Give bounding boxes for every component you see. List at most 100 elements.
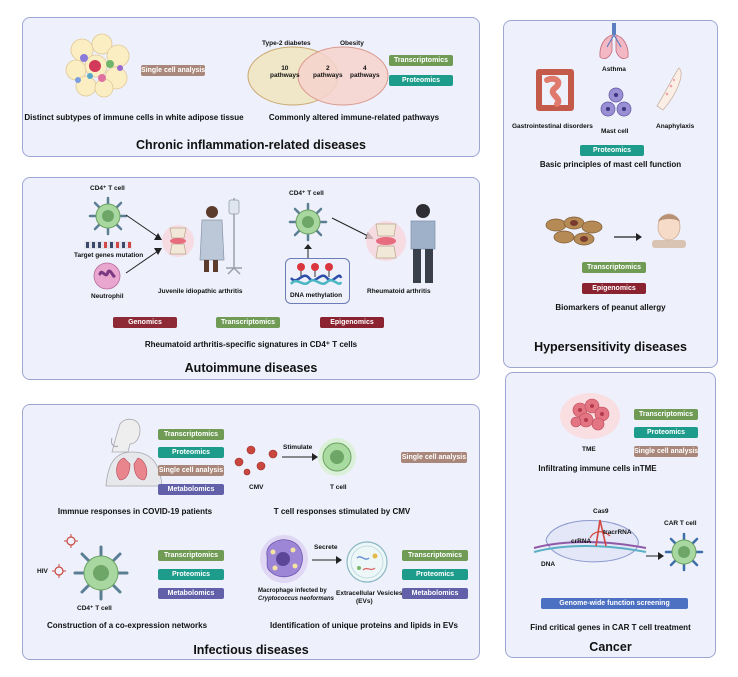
hyper-transcriptomics-tag: Transcriptomics [582, 262, 646, 273]
dna-mutation-icon [84, 241, 132, 249]
lungs-icon [599, 23, 629, 59]
hiv-metabolomics-tag: Metabolomics [158, 588, 224, 599]
tme-caption: Infiltrating immune cells inTME [538, 464, 657, 473]
covid-transcriptomics-tag: Transcriptomics [158, 429, 224, 440]
target-genes-label: Target genes mutation [74, 252, 144, 259]
covid-metabolomics-tag: Metabolomics [158, 484, 224, 495]
stimulate-arrow-icon [282, 453, 318, 461]
ra-signatures-caption: Rheumatoid arthritis-specific signatures… [144, 340, 358, 349]
arrows-to-jia-icon [125, 214, 162, 274]
cancer-transcriptomics-tag: Transcriptomics [634, 409, 698, 420]
t-cell-label: T cell [330, 484, 347, 491]
hiv-virus-icon [52, 564, 66, 578]
tumor-microenvironment-icon [560, 393, 620, 439]
ev-label-2: (EVs) [356, 598, 373, 605]
arm-rash-icon [656, 67, 682, 111]
jia-label: Juvenile idiopathic arthritis [158, 288, 243, 295]
hyper-proteomics-tag: Proteomics [580, 145, 644, 156]
adipose-tissue-illustration [65, 33, 130, 98]
neutrophil-icon [93, 262, 121, 290]
car-arrow-icon [646, 552, 664, 560]
cas9-label: Cas9 [593, 508, 609, 515]
cmv-virus-icon [234, 445, 278, 476]
cancer-single-cell-tag: Single cell analysis [634, 446, 699, 457]
cd4-t-cell-left-icon [88, 196, 128, 236]
venn-diagram [247, 46, 389, 106]
ev-caption: Identification of unique proteins and li… [269, 621, 458, 630]
asthma-label: Asthma [602, 66, 626, 73]
ev-label-1: Extracellular Vesicles [336, 590, 403, 597]
mast-cell-icon [600, 87, 632, 117]
genomics-tag: Genomics [113, 317, 177, 328]
tme-label: TME [582, 446, 596, 453]
venn-left-count: 10 pathways [270, 65, 300, 79]
cd4-label-mid: CD4⁺ T cell [289, 190, 324, 197]
single-cell-analysis-tag: Single cell analysis [141, 65, 206, 76]
venn-middle-count: 2 pathways [313, 65, 343, 79]
hiv-transcriptomics-tag: Transcriptomics [158, 550, 224, 561]
transcriptomics-tag: Transcriptomics [389, 55, 453, 66]
up-arrow-icon [304, 244, 312, 258]
auto-transcriptomics-tag: Transcriptomics [216, 317, 280, 328]
car-t-cell-icon [664, 532, 704, 572]
child-patient-icon [199, 198, 242, 275]
pathways-caption: Commonly altered immune-related pathways [268, 113, 440, 122]
stimulate-label: Stimulate [283, 444, 313, 451]
chronic-title: Chronic inflammation-related diseases [136, 138, 366, 152]
intestine-icon [536, 69, 574, 111]
t-cell-icon [318, 438, 356, 476]
peanuts-icon [545, 216, 603, 246]
ev-proteomics-tag: Proteomics [402, 569, 468, 580]
dna-methylation-icon [290, 263, 343, 285]
patient-face-icon [652, 213, 686, 248]
cmv-label: CMV [249, 484, 264, 491]
hypersensitivity-title: Hypersensitivity diseases [534, 340, 687, 354]
dna-methylation-label: DNA methylation [290, 292, 343, 299]
anaphylaxis-label: Anaphylaxis [656, 123, 695, 130]
covid-caption: Immnue responses in COVID-19 patients [57, 507, 213, 516]
ev-metabolomics-tag: Metabolomics [402, 588, 468, 599]
mast-cell-label: Mast cell [601, 128, 629, 135]
covid-single-cell-tag: Single cell analysis [158, 465, 224, 476]
knee-joint-left-icon [162, 225, 194, 257]
macrophage-label-2: Cryptococcus neoformans [258, 596, 335, 602]
venn-label-t2d: Type-2 diabetes [262, 40, 311, 47]
infectious-title: Infectious diseases [193, 643, 309, 657]
macrophage-label-1: Macrophage infected by [258, 588, 327, 594]
car-t-caption: Find critical genes in CAR T cell treatm… [530, 623, 691, 632]
mast-cell-caption: Basic principles of mast cell function [539, 160, 682, 169]
cmv-caption: T cell responses stimulated by CMV [273, 507, 411, 516]
autoimmune-title: Autoimmune diseases [184, 361, 318, 375]
hiv-cd4-label: CD4⁺ T cell [77, 605, 112, 612]
tracrrna-label: tracrRNA [603, 529, 632, 536]
cd4-t-cell-hiv-icon [73, 545, 129, 601]
gi-disorders-label: Gastrointestinal disorders [512, 123, 593, 130]
knee-joint-right-icon [366, 221, 406, 261]
car-t-cell-label: CAR T cell [664, 520, 697, 527]
arrow-icon [614, 233, 642, 241]
secrete-arrow-icon [312, 556, 342, 564]
neutrophil-label: Neutrophil [91, 293, 124, 300]
dna-label: DNA [541, 561, 556, 568]
peanut-allergy-caption: Biomarkers of peanut allergy [555, 303, 666, 312]
ra-label: Rheumatoid arthritis [367, 288, 431, 295]
covid-patient-icon [105, 418, 163, 487]
hiv-virus-icon-top [64, 534, 78, 548]
genome-wide-screening-tag: Genome-wide function screening [541, 598, 688, 609]
venn-right-count: 4 pathways [350, 65, 380, 79]
adult-patient-icon [410, 204, 436, 283]
macrophage-icon [260, 535, 308, 583]
hyper-epigenomics-tag: Epigenomics [582, 283, 646, 294]
venn-label-obesity: Obesity [340, 40, 364, 47]
adipose-caption: Distinct subtypes of immune cells in whi… [24, 113, 244, 122]
ev-transcriptomics-tag: Transcriptomics [402, 550, 468, 561]
covid-proteomics-tag: Proteomics [158, 447, 224, 458]
proteomics-tag: Proteomics [389, 75, 453, 86]
cancer-proteomics-tag: Proteomics [634, 427, 698, 438]
cancer-title: Cancer [589, 640, 632, 654]
extracellular-vesicles-icon [346, 541, 388, 583]
coexpression-caption: Construction of a co-expression networks [46, 621, 208, 630]
crrna-label: crRNA [571, 538, 592, 545]
auto-epigenomics-tag: Epigenomics [320, 317, 384, 328]
hiv-proteomics-tag: Proteomics [158, 569, 224, 580]
